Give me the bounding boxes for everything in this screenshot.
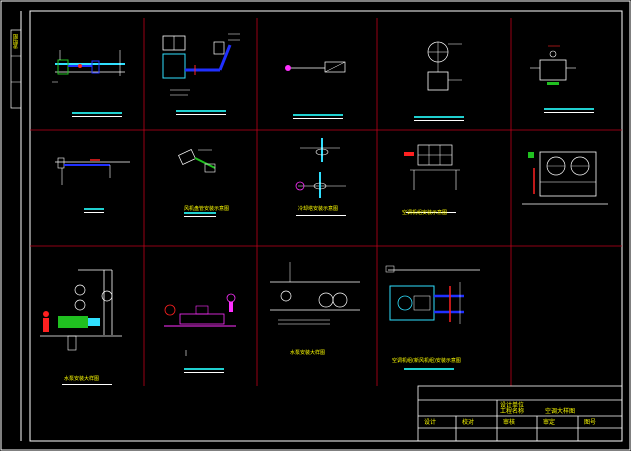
diagram-cabinet-piping — [162, 33, 240, 96]
diagram-duct-connection — [285, 61, 346, 73]
caption-ahu: 空调机组安装示意图 — [402, 210, 448, 216]
diagram-pump-assembly — [40, 269, 122, 351]
caption-ahu-section: 空调机组(新风机组)安装示意图 — [392, 358, 461, 364]
tb-project-label: 工程名称 — [500, 408, 525, 415]
tb-designer: 设计 — [424, 419, 437, 426]
tb-design-unit: 设计单位 — [500, 402, 525, 409]
diagram-air-handling-unit — [522, 151, 608, 205]
diagram-horizontal-pump — [164, 293, 236, 356]
tb-drawing-title: 空调大样图 — [545, 408, 576, 415]
caption-cooling-tower: 冷却塔安装示意图 — [298, 206, 339, 212]
diagram-pipe-section — [52, 50, 125, 83]
diagram-fan-unit — [427, 41, 462, 91]
grid-lines — [30, 18, 622, 386]
tb-drawing-number: 图号 — [584, 419, 597, 426]
tb-approver: 审定 — [543, 419, 556, 426]
diagram-valve-assembly — [178, 149, 216, 173]
caption-fcu: 风机盘管安装示意图 — [184, 206, 230, 212]
diagram-cooling-tower-section — [270, 262, 360, 325]
tb-checker: 校对 — [462, 419, 475, 426]
diagram-ahu-section — [385, 265, 480, 324]
caption-pump-detail: 水泵安装大样图 — [64, 376, 100, 382]
tb-reviewer: 审核 — [503, 419, 516, 426]
side-label: 说明图 — [13, 34, 19, 49]
title-block — [417, 385, 623, 442]
diagram-cooling-tower — [404, 144, 460, 190]
inner-frame — [29, 10, 623, 442]
diagram-tank — [530, 45, 576, 85]
side-label-box — [10, 29, 22, 109]
caption-horizontal-pump: 水泵安装大样图 — [290, 350, 326, 356]
caption-bar — [72, 112, 122, 114]
diagram-pipe-branch — [55, 157, 130, 185]
diagram-pipe-support — [295, 138, 346, 198]
